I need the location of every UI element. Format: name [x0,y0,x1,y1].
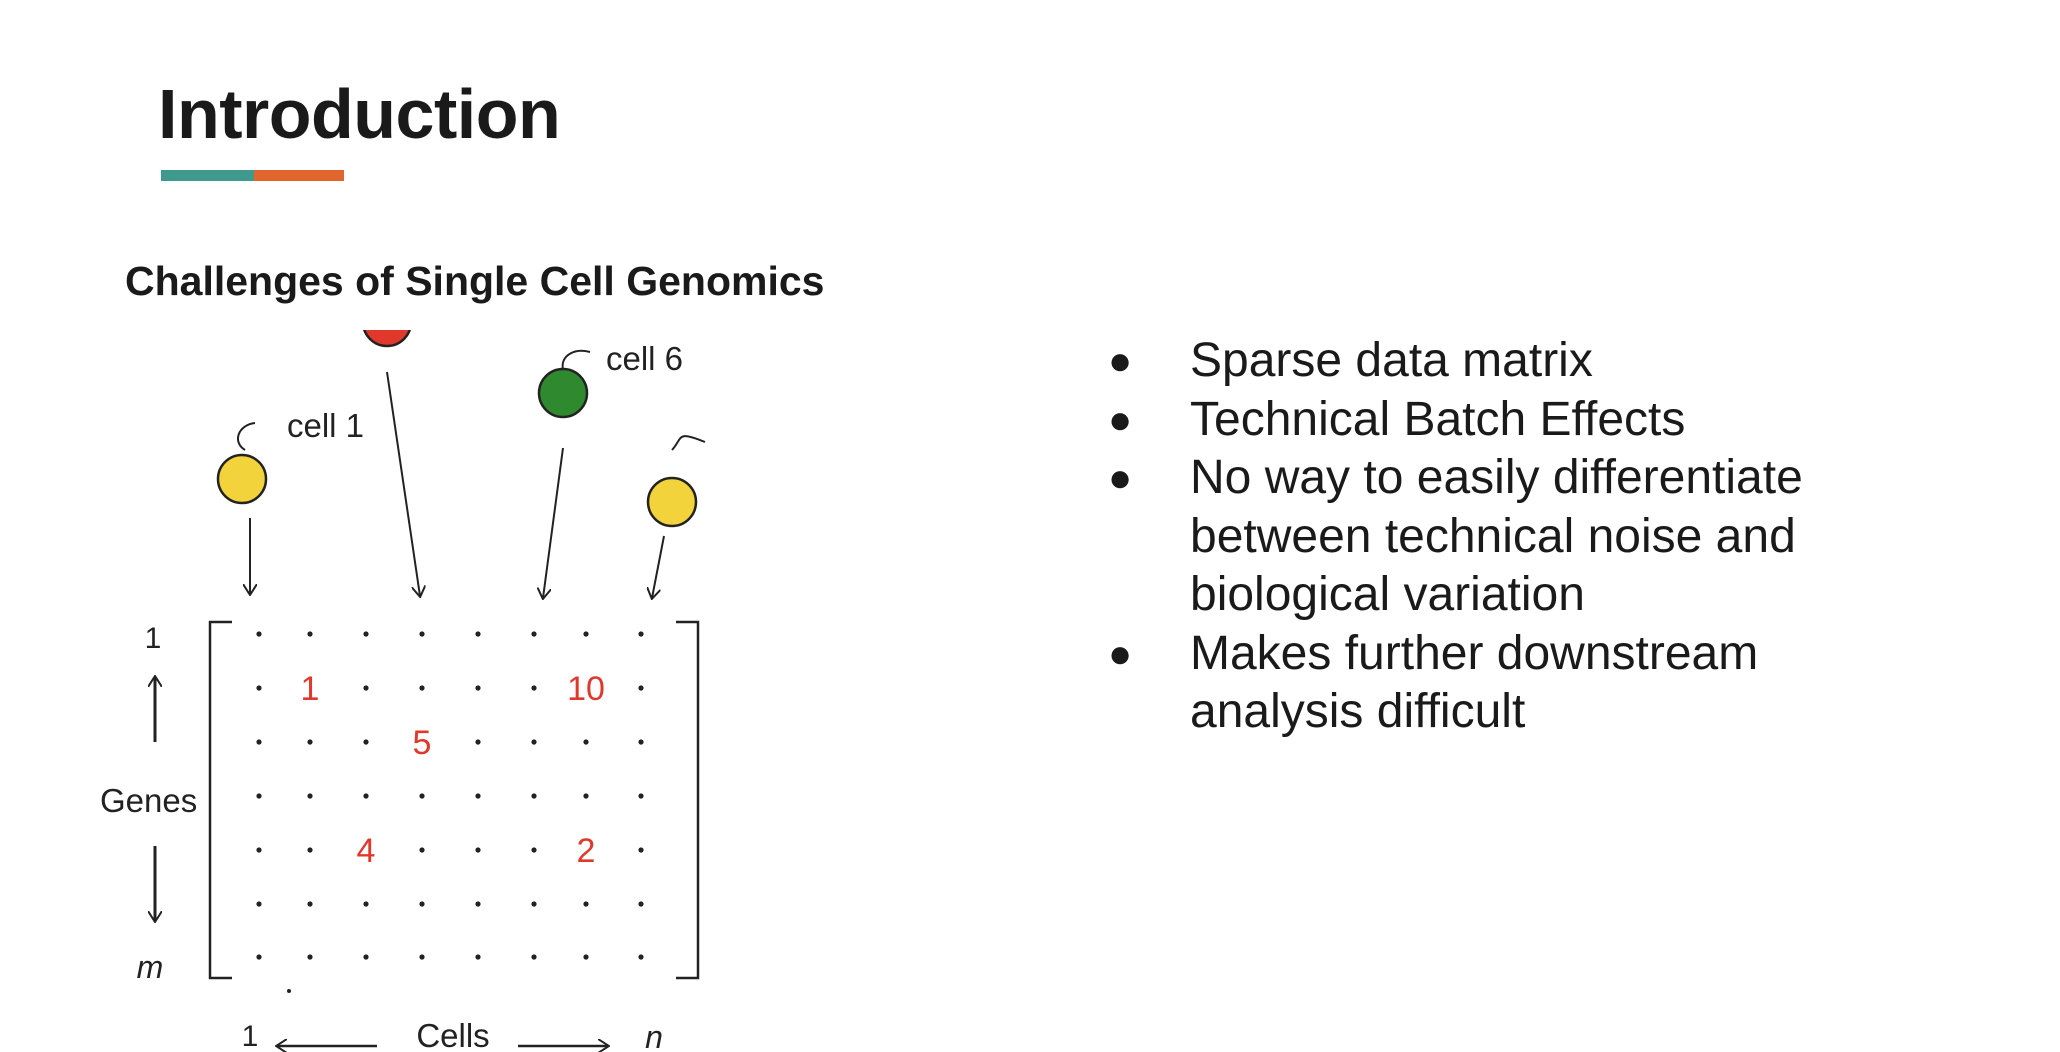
matrix-dot [638,685,644,691]
matrix-dot [363,631,369,637]
bullet-icon: ● [1108,397,1133,442]
cell-6-label: cell 6 [606,340,683,377]
matrix-dot [475,631,481,637]
matrix-value: 5 [413,724,432,762]
matrix-dot [256,793,262,799]
cell-red-icon [363,330,411,348]
matrix-dot [531,685,537,691]
matrix-left-bracket [208,620,232,980]
matrix-dot [475,901,481,907]
cell-n-arrow [652,535,665,598]
matrix-dot [363,685,369,691]
matrix-dot [583,901,589,907]
matrix-dot [531,954,537,960]
genes-start-label: 1 [145,622,162,655]
title-accent-orange [254,170,344,181]
section-subtitle: Challenges of Single Cell Genomics [125,258,825,304]
matrix-dot [307,901,313,907]
cell-6-arrow [543,447,564,598]
list-item-text: Technical Batch Effects [1190,392,1686,446]
matrix-dot [638,847,644,853]
cells-start-label: 1 [242,1020,259,1052]
matrix-dot [307,631,313,637]
matrix-dot [531,901,537,907]
matrix-dot [419,631,425,637]
title-accent-teal [161,170,254,181]
matrix-dot [638,901,644,907]
matrix-dot [307,954,313,960]
matrix-value: 4 [357,832,376,870]
matrix-dot [256,685,262,691]
matrix-dot [307,739,313,745]
bullet-icon: ● [1108,631,1133,676]
list-item: ● Technical Batch Effects [1108,391,1868,450]
cell-n-icon [646,435,706,528]
cells-end-label: n [645,1019,663,1052]
matrix-dot [256,901,262,907]
matrix-dot [638,793,644,799]
matrix-dot [363,793,369,799]
cells-label: Cells [416,1017,489,1052]
list-item-text: No way to easily differentiate between t… [1190,451,1803,621]
list-item-text: Makes further downstream analysis diffic… [1190,626,1759,739]
matrix-dot [475,793,481,799]
matrix-dot [363,901,369,907]
matrix-dot [307,847,313,853]
cell-6-icon [537,350,591,419]
matrix-dot [531,631,537,637]
matrix-dot [475,847,481,853]
matrix-dot [475,954,481,960]
bullet-icon: ● [1108,456,1133,500]
matrix-dot [475,739,481,745]
matrix-dot [583,954,589,960]
matrix-dot [256,631,262,637]
matrix-dot [583,631,589,637]
matrix-dot [475,685,481,691]
list-item: ● No way to easily differentiate between … [1108,449,1868,625]
matrix-dot [531,847,537,853]
matrix-dot [363,739,369,745]
matrix-dot [419,685,425,691]
matrix-dot [419,901,425,907]
matrix-cells: 1 10 5 4 2 [256,631,644,960]
matrix-dot [256,954,262,960]
matrix-dot [419,847,425,853]
list-item: ● Makes further downstream analysis diffi… [1108,625,1868,742]
matrix-dot [638,631,644,637]
cell-red-arrow [386,371,420,596]
challenges-list: ● Sparse data matrix ● Technical Batch Eff… [1108,332,1868,742]
matrix-dot [638,739,644,745]
matrix-stray-dot [287,989,291,993]
matrix-dot [583,793,589,799]
matrix-value: 1 [301,670,320,708]
matrix-dot [638,954,644,960]
list-item: ● Sparse data matrix [1108,332,1868,391]
matrix-value: 2 [577,832,596,870]
matrix-dot [419,793,425,799]
genes-label: Genes [100,782,197,819]
slide-title: Introduction [158,75,561,153]
cell-1-icon [216,422,268,505]
matrix-dot [256,847,262,853]
matrix-right-bracket [676,620,700,980]
matrix-value: 10 [567,670,605,708]
matrix-dot [307,793,313,799]
list-item-text: Sparse data matrix [1190,334,1593,387]
genes-end-label: m [137,949,164,985]
matrix-dot [419,954,425,960]
matrix-dot [363,954,369,960]
matrix-dot [256,739,262,745]
single-cell-matrix-diagram: cell 1 cell 6 1 10 5 4 2 1 Genes m 1 Cells n [100,330,706,1052]
matrix-dot [531,739,537,745]
bullet-icon: ● [1108,339,1133,383]
cell-1-label: cell 1 [287,407,364,444]
matrix-dot [531,793,537,799]
matrix-dot [583,739,589,745]
